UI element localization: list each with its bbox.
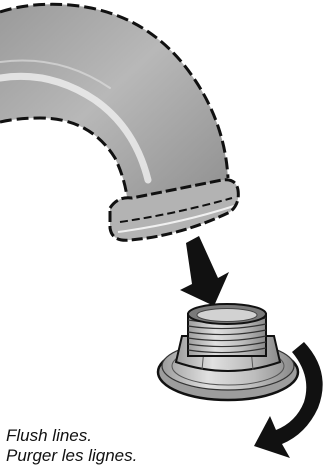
hose-body (0, 4, 228, 212)
caption-english: Flush lines. (6, 426, 92, 446)
threaded-inlet-fitting (158, 304, 298, 400)
caption-french: Purger les lignes. (6, 446, 137, 466)
down-arrow-icon (180, 236, 229, 306)
water-hose (0, 4, 238, 240)
